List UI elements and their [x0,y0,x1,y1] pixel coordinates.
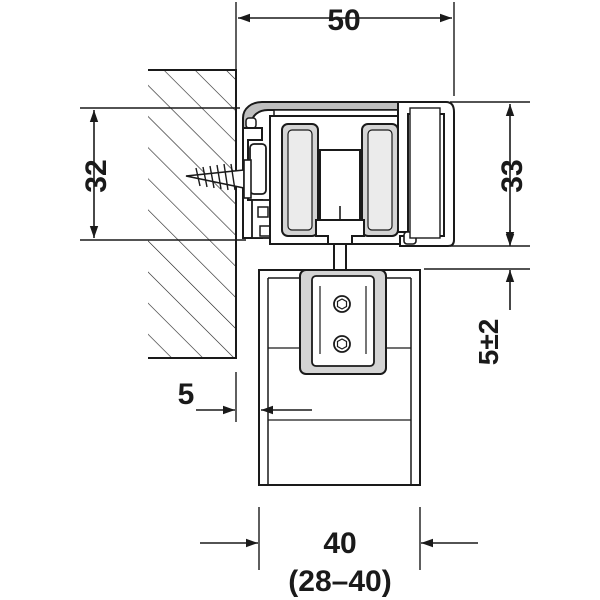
trolley-carriage [269,115,409,271]
dim-offset: 5 [178,378,195,411]
dimension-lines [89,13,515,548]
dim-door-range: (28–40) [288,565,391,598]
dim-overall-width: 50 [327,4,360,37]
adjust-screw-bottom [333,335,351,353]
dim-left-height: 32 [80,159,113,192]
door-bracket [299,269,387,375]
dim-right-height: 33 [496,159,529,192]
extension-lines [80,2,530,570]
dim-door-thickness: 40 [323,527,356,560]
mounting-screw [185,159,252,199]
cover-clip [397,101,455,247]
adjust-screw-top [333,295,351,313]
dim-gap: 5±2 [473,319,504,366]
wall-section [148,69,237,359]
